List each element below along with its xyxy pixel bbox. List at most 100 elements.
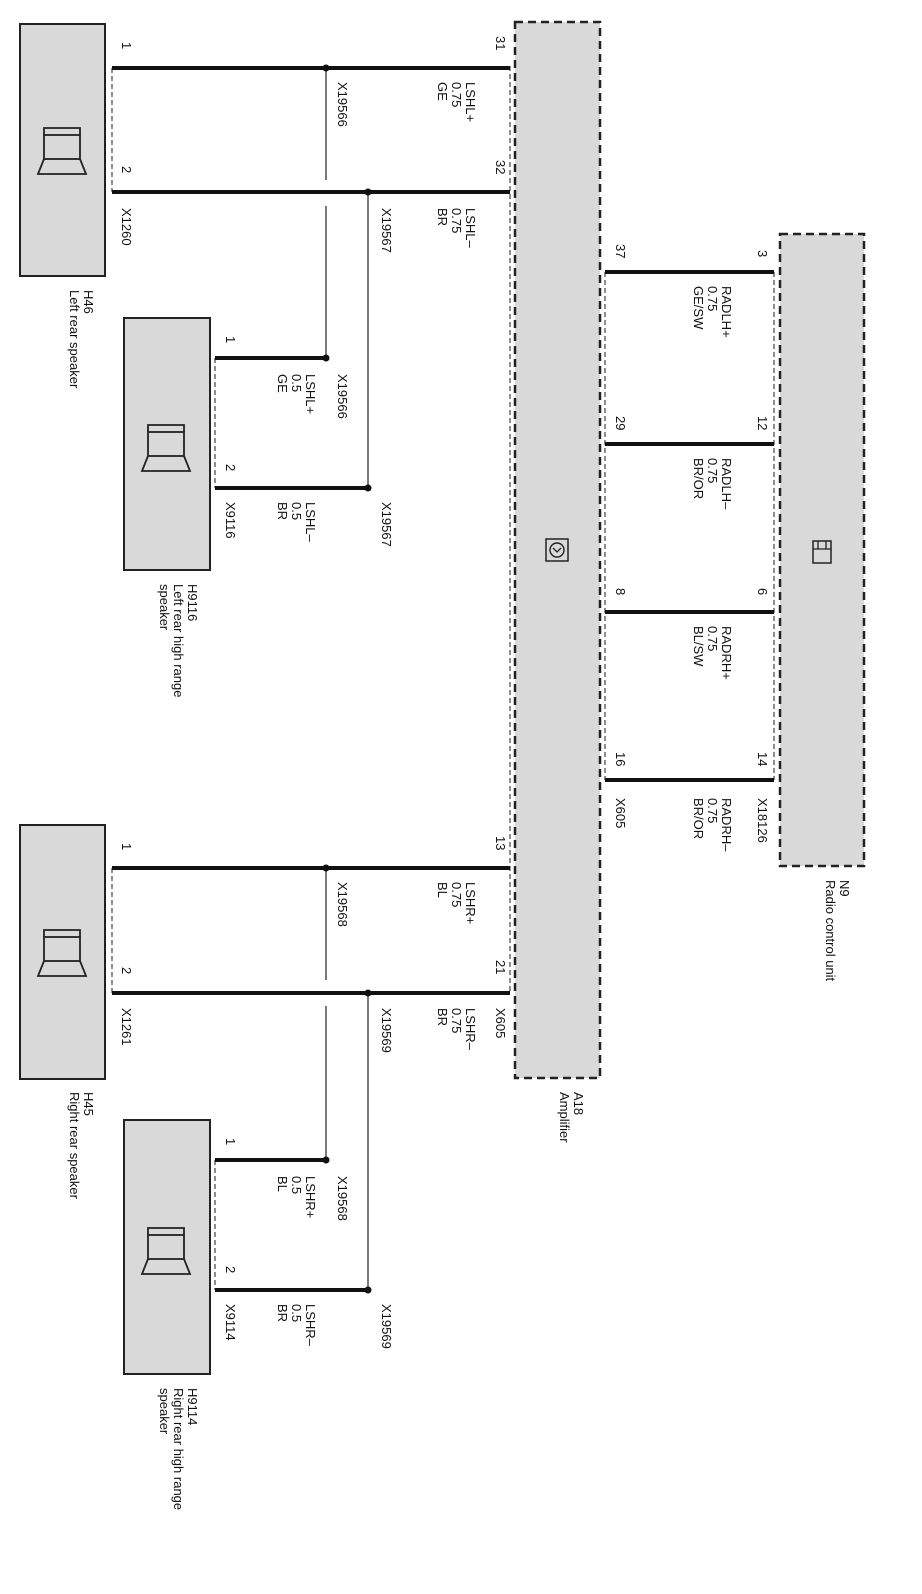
connector-x1260: X1260 — [119, 208, 134, 246]
pin-a18-29: 29 — [613, 416, 628, 430]
svg-text:LSHL+: LSHL+ — [303, 374, 318, 414]
h9114-name-1: Right rear high range — [171, 1388, 186, 1510]
svg-text:BL: BL — [435, 882, 450, 898]
h9114-ref: H9114 — [185, 1388, 200, 1425]
svg-text:RADRH–: RADRH– — [719, 798, 734, 852]
pin-h9116-1: 1 — [223, 336, 238, 343]
wire-lshr-plus-hr: LSHR+ 0.5 BL — [275, 1176, 318, 1218]
speaker-icon — [36, 929, 88, 977]
speaker-icon — [140, 1227, 192, 1275]
connector-x19567-hr: X19567 — [379, 502, 394, 547]
wire-lshl-minus-main: LSHL– 0.75 BR — [435, 208, 478, 249]
svg-text:0.5: 0.5 — [289, 1304, 304, 1322]
svg-text:BL/SW: BL/SW — [691, 626, 706, 667]
h45-name: Right rear speaker — [67, 1092, 82, 1200]
pin-h9114-1: 1 — [223, 1138, 238, 1145]
wire-lshr-minus-main: LSHR– 0.75 BR — [435, 1008, 478, 1051]
wire-lshl-plus-hr: LSHL+ 0.5 GE — [275, 374, 318, 414]
svg-text:BR/OR: BR/OR — [691, 798, 706, 839]
svg-text:LSHR+: LSHR+ — [303, 1176, 318, 1218]
h9116-name-1: Left rear high range — [171, 584, 186, 697]
wire-lshl-minus-hr: LSHL– 0.5 BR — [275, 502, 318, 543]
svg-text:0.75: 0.75 — [705, 798, 720, 823]
pin-n9-6: 6 — [755, 588, 770, 595]
connector-x605-radio: X605 — [613, 798, 628, 828]
svg-text:GE: GE — [435, 82, 450, 101]
connector-x19569-hr: X19569 — [379, 1304, 394, 1349]
connector-x605: X605 — [493, 1008, 508, 1038]
pin-h46-2: 2 — [119, 166, 134, 173]
svg-text:BL: BL — [275, 1176, 290, 1192]
component-h9116 — [123, 317, 216, 571]
wire-radlh-minus: RADLH– 0.75 BR/OR — [691, 458, 734, 510]
h9116-ref: H9116 — [185, 584, 200, 621]
pin-h45-2: 2 — [119, 967, 134, 974]
svg-text:BR: BR — [435, 208, 450, 226]
amplifier-icon — [545, 538, 569, 562]
svg-text:RADRH+: RADRH+ — [719, 626, 734, 680]
connector-x19568-hr: X19568 — [335, 1176, 350, 1221]
svg-text:GE: GE — [275, 374, 290, 393]
radio-icon — [812, 540, 832, 564]
pin-n9-14: 14 — [755, 752, 770, 766]
speaker-icon — [140, 424, 192, 472]
pin-a18-21: 21 — [493, 960, 508, 974]
svg-text:0.75: 0.75 — [449, 208, 464, 233]
wire-labels: LSHL+ 0.75 GE LSHL– 0.75 BR LSHL+ 0.5 GE… — [275, 82, 734, 1347]
svg-text:0.5: 0.5 — [289, 502, 304, 520]
a18-ref: A18 — [571, 1092, 586, 1115]
connector-labels: X1260 X19566 X19567 X19566 X19567 X9116 … — [119, 82, 770, 1349]
wire-radrh-plus: RADRH+ 0.75 BL/SW — [691, 626, 734, 680]
pin-a18-31: 31 — [493, 36, 508, 50]
svg-text:0.75: 0.75 — [449, 82, 464, 107]
svg-text:LSHR–: LSHR– — [303, 1304, 318, 1347]
connector-x19566: X19566 — [335, 82, 350, 127]
pin-a18-32: 32 — [493, 160, 508, 174]
pin-h45-1: 1 — [119, 843, 134, 850]
component-n9 — [773, 232, 866, 868]
pin-a18-37: 37 — [613, 244, 628, 258]
h9114-name-2: speaker — [157, 1388, 172, 1435]
pin-h9116-2: 2 — [223, 464, 238, 471]
a18-name: Amplifier — [557, 1092, 572, 1143]
pin-a18-8: 8 — [613, 588, 628, 595]
svg-text:LSHR–: LSHR– — [463, 1008, 478, 1051]
svg-text:LSHR+: LSHR+ — [463, 882, 478, 924]
pin-labels: 1 2 31 32 1 2 37 29 8 16 3 12 6 14 1 2 1… — [119, 36, 770, 1273]
svg-text:LSHL–: LSHL– — [303, 502, 318, 543]
component-h9114 — [123, 1119, 216, 1375]
connector-x19568: X19568 — [335, 882, 350, 927]
wire-lshl-plus-main: LSHL+ 0.75 GE — [435, 82, 478, 122]
svg-text:BR: BR — [275, 1304, 290, 1322]
connector-x18126: X18126 — [755, 798, 770, 843]
pin-n9-3: 3 — [755, 250, 770, 257]
n9-name: Radio control unit — [823, 880, 838, 982]
svg-text:LSHL+: LSHL+ — [463, 82, 478, 122]
wire-radlh-plus: RADLH+ 0.75 GE/SW — [691, 286, 734, 338]
svg-text:BR: BR — [275, 502, 290, 520]
wire-radrh-minus: RADRH– 0.75 BR/OR — [691, 798, 734, 852]
wire-lshr-plus-main: LSHR+ 0.75 BL — [435, 882, 478, 924]
wire-lshr-minus-hr: LSHR– 0.5 BR — [275, 1304, 318, 1347]
svg-text:RADLH+: RADLH+ — [719, 286, 734, 338]
svg-text:0.5: 0.5 — [289, 1176, 304, 1194]
n9-ref: N9 — [837, 880, 852, 897]
speaker-icon — [36, 127, 88, 175]
h9116-name-2: speaker — [157, 584, 172, 631]
svg-text:LSHL–: LSHL– — [463, 208, 478, 249]
component-labels: H46 Left rear speaker H9116 Left rear hi… — [67, 290, 852, 1510]
connector-x1261: X1261 — [119, 1008, 134, 1046]
connector-x9116: X9116 — [223, 502, 238, 539]
svg-text:0.75: 0.75 — [449, 882, 464, 907]
h45-ref: H45 — [81, 1092, 96, 1116]
connector-x19567: X19567 — [379, 208, 394, 253]
svg-text:BR: BR — [435, 1008, 450, 1026]
component-h45 — [19, 824, 113, 1080]
pin-h9114-2: 2 — [223, 1266, 238, 1273]
h46-name: Left rear speaker — [67, 290, 82, 389]
pin-h46-1: 1 — [119, 42, 134, 49]
pin-a18-16: 16 — [613, 752, 628, 766]
svg-text:0.75: 0.75 — [705, 458, 720, 483]
component-a18 — [509, 20, 606, 1080]
